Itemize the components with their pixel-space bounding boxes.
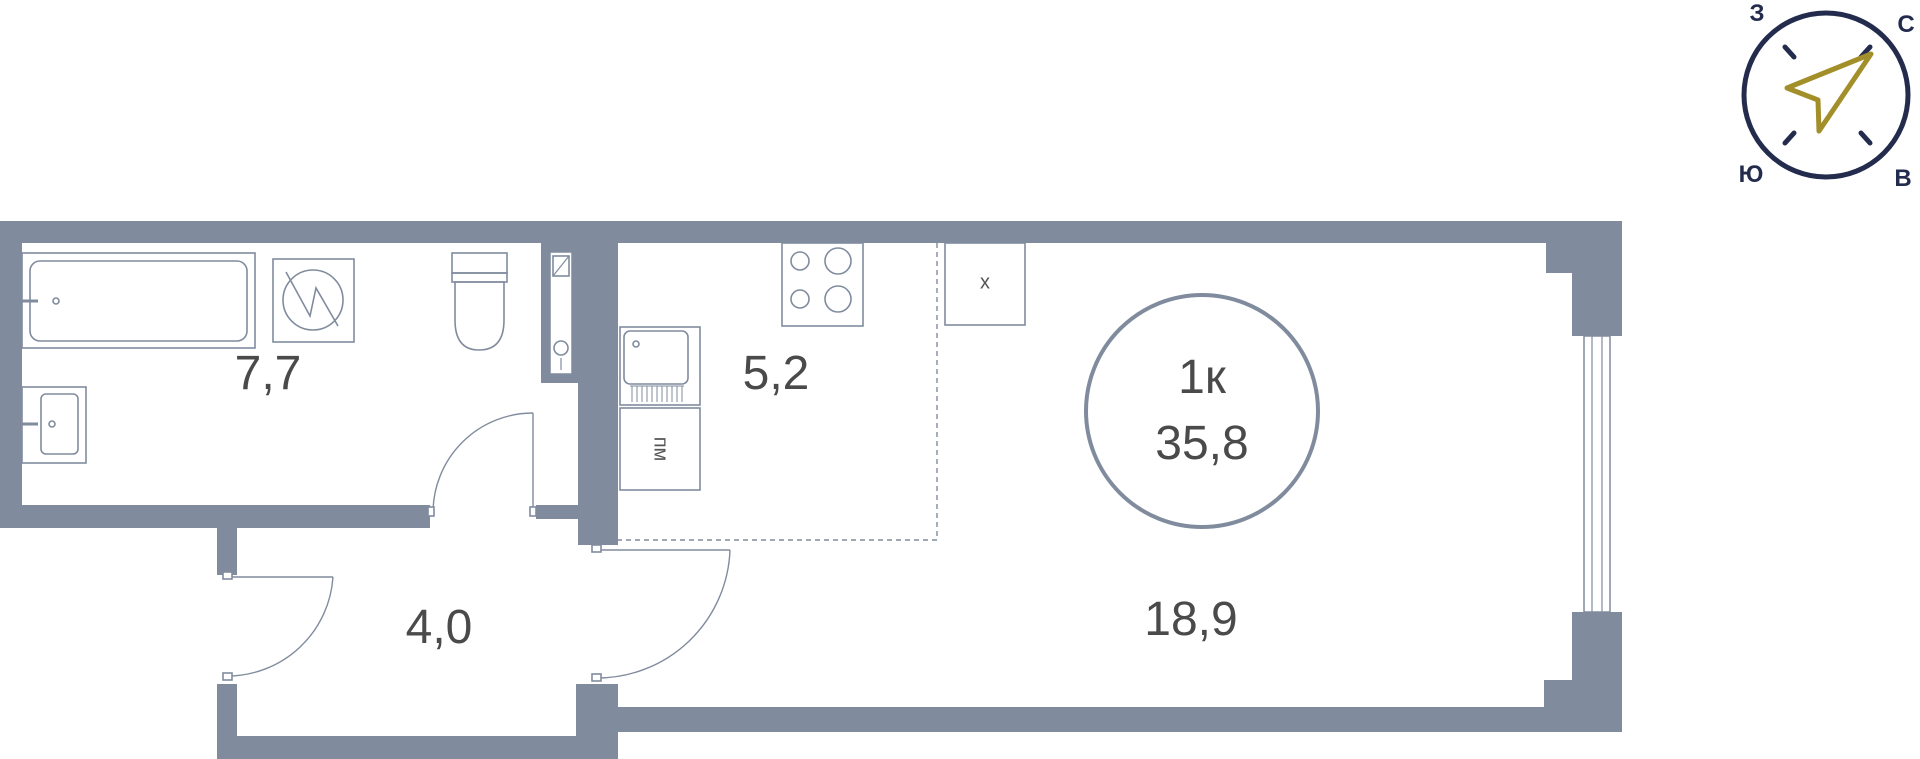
fridge: х bbox=[944, 242, 1026, 326]
room-area-living: 18,9 bbox=[1144, 593, 1237, 646]
wall-right-bottom bbox=[1572, 612, 1622, 732]
compass-west: З bbox=[1749, 0, 1764, 27]
dishwasher: пм bbox=[619, 407, 701, 491]
compass-north: С bbox=[1897, 11, 1914, 38]
room-area-bathroom: 7,7 bbox=[235, 347, 302, 400]
room-area-kitchen: 5,2 bbox=[743, 347, 810, 400]
wall-top bbox=[0, 221, 1622, 243]
kitchen-sink bbox=[619, 326, 701, 406]
door-bathroom bbox=[427, 412, 537, 517]
washing-machine bbox=[272, 258, 355, 343]
compass-south: Ю bbox=[1739, 161, 1764, 188]
wall-hall-bottom bbox=[217, 736, 618, 759]
wall-bath-bottom-left bbox=[0, 505, 430, 528]
door-entrance bbox=[222, 571, 334, 681]
stove bbox=[781, 242, 864, 327]
wall-partition-bath-kitchen bbox=[578, 243, 618, 545]
kitchen-zone-boundary bbox=[618, 243, 938, 541]
walls bbox=[0, 221, 1622, 759]
compass: З С Ю В bbox=[1739, 0, 1915, 192]
door-living bbox=[591, 544, 731, 682]
compass-east: В bbox=[1894, 165, 1911, 192]
wall-left bbox=[0, 221, 22, 528]
window bbox=[1583, 335, 1611, 613]
fridge-label: х bbox=[980, 271, 990, 293]
sink-bathroom bbox=[21, 386, 87, 464]
apartment-total-area: 35,8 bbox=[1155, 417, 1248, 470]
dishwasher-label: пм bbox=[650, 437, 672, 462]
wall-right-top bbox=[1572, 221, 1622, 336]
wall-right-top-notch bbox=[1546, 243, 1576, 273]
toilet bbox=[451, 252, 508, 351]
bathtub bbox=[21, 252, 256, 349]
wall-hall-left-top bbox=[217, 505, 237, 575]
room-area-hallway: 4,0 bbox=[406, 601, 473, 654]
shaft-fixtures bbox=[552, 255, 570, 370]
compass-arrow-icon bbox=[1784, 51, 1874, 134]
apartment-badge: 1к 35,8 bbox=[1084, 293, 1320, 529]
wall-bottom bbox=[576, 707, 1622, 732]
apartment-type: 1к bbox=[1178, 351, 1227, 404]
